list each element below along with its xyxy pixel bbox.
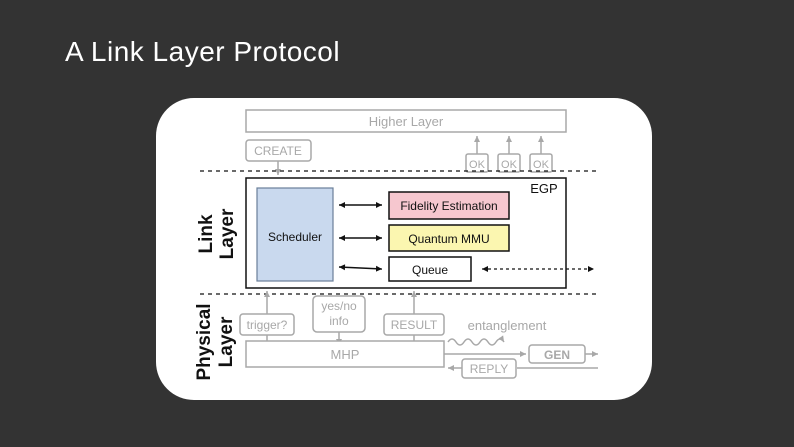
ok-label-3: OK bbox=[533, 159, 550, 171]
mhp-box bbox=[245, 340, 445, 368]
mhp-label: MHP bbox=[331, 347, 360, 362]
link-layer-label-line1: Link bbox=[196, 214, 217, 253]
ok-label-1: OK bbox=[469, 159, 486, 171]
queue-label: Queue bbox=[412, 263, 448, 277]
higher-layer-label: Higher Layer bbox=[369, 114, 444, 129]
physical-layer-label-line1: Physical bbox=[194, 303, 215, 380]
yes-no-label: yes/no bbox=[321, 299, 357, 313]
arrow-scheduler-queue bbox=[338, 264, 383, 272]
result-label: RESULT bbox=[391, 318, 438, 332]
entanglement-label: entanglement bbox=[468, 318, 547, 333]
quantum-mmu-label: Quantum MMU bbox=[408, 232, 489, 246]
slide-title: A Link Layer Protocol bbox=[65, 36, 341, 67]
physical-layer-label-line2: Layer bbox=[216, 316, 237, 367]
scheduler-label: Scheduler bbox=[268, 230, 322, 244]
fidelity-estimation-label: Fidelity Estimation bbox=[400, 199, 497, 213]
fidelity-estimation-box bbox=[388, 191, 510, 220]
gen-label: GEN bbox=[544, 348, 570, 362]
scheduler-box bbox=[256, 187, 334, 282]
higher-layer-box bbox=[245, 109, 567, 133]
link-layer-label-line2: Layer bbox=[217, 208, 238, 259]
queue-box bbox=[388, 256, 472, 282]
reply-label: REPLY bbox=[470, 362, 508, 376]
info-label: info bbox=[329, 314, 349, 328]
egp-label: EGP bbox=[530, 181, 557, 196]
create-label: CREATE bbox=[254, 144, 302, 158]
entanglement-wave bbox=[447, 335, 505, 346]
ok-label-2: OK bbox=[501, 159, 518, 171]
trigger-label: trigger? bbox=[247, 318, 288, 332]
quantum-mmu-box bbox=[388, 224, 510, 252]
